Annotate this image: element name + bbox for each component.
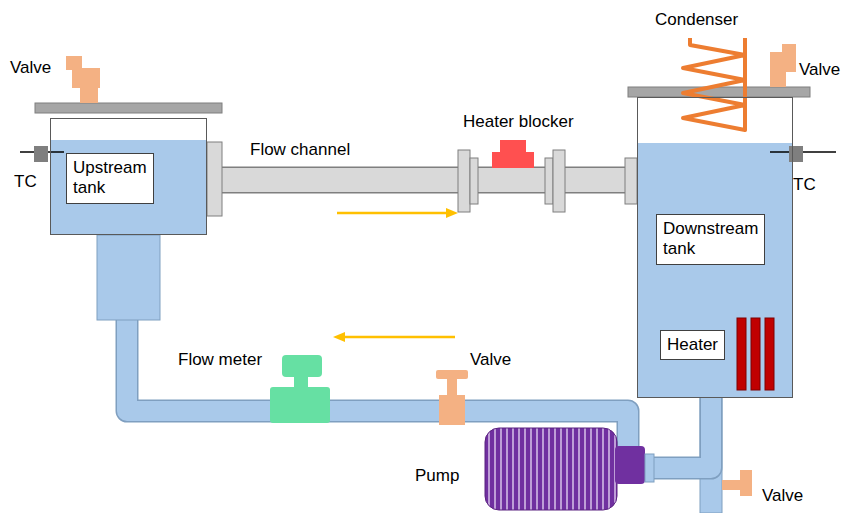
pipe-connector: [127, 235, 711, 468]
flow-arrow: [337, 212, 447, 215]
node-text: Heater: [667, 335, 718, 355]
node-text: Upstream tank: [66, 153, 154, 204]
flow-arrow: [446, 208, 458, 218]
tank-box: Upstream tank: [50, 118, 207, 235]
heater-box: Heater: [660, 330, 725, 360]
node-text: Downstream tank: [656, 214, 765, 265]
tank-outlet: [97, 235, 160, 320]
valve-symbol: [770, 44, 796, 87]
tank-box: Downstream tankHeater: [637, 97, 793, 398]
flange: [645, 454, 654, 482]
tank-lid: [35, 103, 222, 113]
part-label: TC: [793, 175, 816, 195]
flow-arrow: [333, 332, 345, 342]
part-label: Valve: [10, 58, 51, 78]
thermocouple: [789, 146, 803, 162]
upstream-water: [50, 140, 207, 235]
part-label: Valve: [762, 486, 803, 506]
pipe-outline: [127, 235, 711, 468]
valve-symbol: [66, 56, 100, 103]
flow-arrow: [345, 336, 455, 339]
part-label: Condenser: [655, 10, 738, 30]
part-label: TC: [14, 172, 37, 192]
pump-motor: [485, 428, 617, 510]
flange: [458, 150, 470, 212]
pipe-connector: [207, 168, 637, 192]
part-label: Valve: [799, 60, 840, 80]
part-label: Heater blocker: [463, 112, 574, 132]
flange: [470, 158, 478, 204]
flange: [625, 158, 637, 204]
part-label: Pump: [415, 466, 459, 486]
flange: [545, 158, 553, 204]
heater-element: [737, 318, 774, 390]
flange: [553, 150, 565, 212]
heater-blocker: [492, 140, 534, 168]
flow-meter-symbol: [270, 355, 330, 423]
downstream-water: [637, 143, 793, 398]
valve-symbol: [436, 370, 468, 425]
tank-lid: [628, 87, 810, 97]
part-label: Flow meter: [178, 350, 262, 370]
part-label: Flow channel: [250, 140, 350, 160]
pump-head: [615, 446, 645, 484]
flange: [207, 142, 222, 216]
part-label: Valve: [470, 350, 511, 370]
condenser-coil: [683, 38, 745, 130]
thermocouple: [34, 146, 48, 162]
pipe-outline: [207, 167, 637, 194]
valve-symbol: [722, 470, 752, 496]
